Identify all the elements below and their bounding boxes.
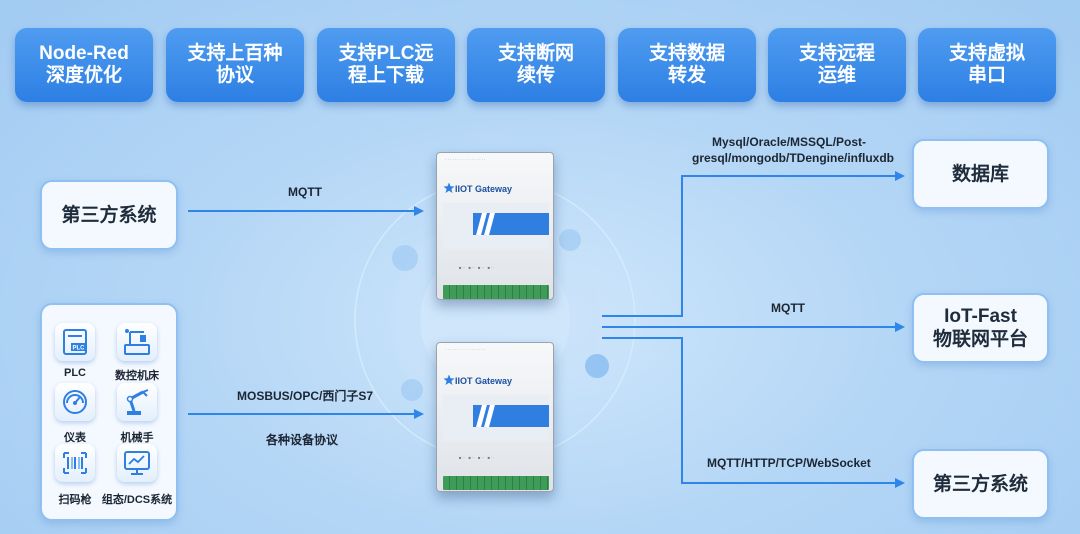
- svg-text:PLC: PLC: [73, 346, 86, 352]
- left-third-party-label: 第三方系统: [61, 204, 157, 226]
- feature-virtual-serial: 支持虚拟 串口: [918, 28, 1056, 102]
- feature-resume-transfer: 支持断网 续传: [467, 28, 605, 102]
- star-logo-icon: [443, 182, 455, 193]
- plc-icon: PLC: [55, 323, 95, 361]
- feature-plc-remote: 支持PLC远 程上下载: [317, 28, 455, 102]
- device-label-scanner: 扫码枪: [58, 494, 92, 506]
- label-mqtt-left: MQTT: [288, 185, 322, 199]
- platform-label-1: IoT-Fast: [944, 306, 1017, 327]
- feature-protocols: 支持上百种 协议: [166, 28, 304, 102]
- device-label-robot: 机械手: [120, 432, 154, 444]
- arrow-gateway-to-database: [602, 171, 905, 317]
- device-label-plc: PLC: [64, 367, 86, 379]
- feature-node-red: Node-Red 深度优化: [15, 28, 153, 102]
- meter-gauge-icon: [55, 383, 95, 421]
- label-modbus: MOSBUS/OPC/西门子S7: [237, 389, 374, 403]
- cnc-machine-icon: [117, 323, 157, 361]
- device-label-cnc: 数控机床: [115, 370, 159, 382]
- label-db-list-1: Mysql/Oracle/MSSQL/Post-: [712, 135, 867, 149]
- iot-platform-box: IoT-Fast 物联网平台: [912, 293, 1049, 363]
- database-box: 数据库: [912, 139, 1049, 209]
- label-db-list-2: gresql/mongodb/TDengine/influxdb: [692, 151, 894, 165]
- gateway-device-top: · · · · · · · · · · · · · · · · · IIOT G…: [436, 152, 554, 300]
- device-label-dcs: 组态/DCS系统: [101, 494, 173, 506]
- label-protocols: 各种设备协议: [266, 433, 339, 447]
- right-third-party-label: 第三方系统: [932, 473, 1028, 495]
- database-label: 数据库: [951, 163, 1009, 185]
- gateway-brand-top: IIOT Gateway: [455, 184, 513, 194]
- monitor-dcs-icon: [117, 444, 157, 482]
- left-third-party-box: 第三方系统: [40, 180, 178, 250]
- label-web-protocols: MQTT/HTTP/TCP/WebSocket: [707, 456, 871, 470]
- gateway-device-bottom: · · · · · · · · · · · · · · · · · IIOT G…: [436, 342, 554, 492]
- arrow-gateway-to-right-third-party: [602, 337, 905, 488]
- feature-data-forwarding: 支持数据 转发: [618, 28, 756, 102]
- robot-arm-icon: [117, 383, 157, 421]
- barcode-scanner-icon: [55, 444, 95, 482]
- platform-label-2: 物联网平台: [932, 329, 1028, 350]
- device-label-meter: 仪表: [64, 432, 86, 444]
- gateway-brand-bottom: IIOT Gateway: [455, 376, 513, 386]
- label-mqtt-right: MQTT: [771, 301, 805, 315]
- right-third-party-box: 第三方系统: [912, 449, 1049, 519]
- feature-remote-ops: 支持远程 运维: [768, 28, 906, 102]
- star-logo-icon: [443, 374, 455, 385]
